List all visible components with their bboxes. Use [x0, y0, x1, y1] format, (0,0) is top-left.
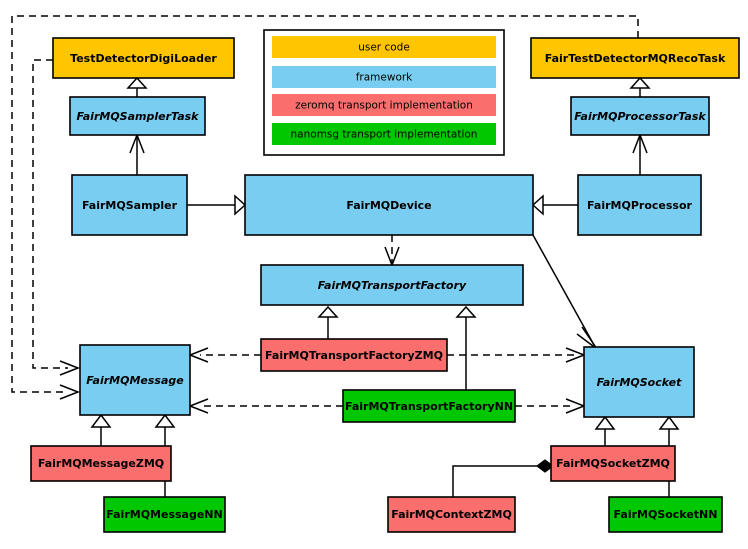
node-label-test-detector-digi-loader: TestDetectorDigiLoader — [70, 52, 217, 65]
arrowhead-triangle-tfnn-tf — [455, 305, 477, 318]
legend-swatch-nanomsg — [272, 123, 496, 145]
node-fairmq-device[interactable]: FairMQDevice — [244, 174, 534, 236]
legend-label-zeromq: zeromq transport implementation — [295, 100, 473, 112]
arrowhead-triangle-sampler-device — [234, 194, 247, 216]
arrowhead-triangle-processor-device — [531, 194, 544, 216]
node-label-fairmq-processor-task: FairMQProcessorTask — [574, 110, 706, 123]
edge-digiloader-to-message — [32, 59, 68, 369]
node-box-fairmq-device[interactable] — [244, 174, 534, 236]
node-fairmq-socket-zmq[interactable]: FairMQSocketZMQ — [550, 445, 676, 482]
node-fairmq-sampler[interactable]: FairMQSampler — [71, 174, 188, 236]
node-box-fairmq-processor[interactable] — [577, 174, 702, 236]
node-label-fairmq-message: FairMQMessage — [86, 374, 184, 387]
node-label-fair-test-detector-mq-reco-task: FairTestDetectorMQRecoTask — [545, 52, 726, 65]
node-fairmq-socket[interactable]: FairMQSocket — [583, 346, 695, 418]
node-fairmq-message[interactable]: FairMQMessage — [79, 344, 191, 416]
arrowhead-triangle-samplertask-digiloader — [126, 76, 148, 89]
node-box-fairmq-processor-task[interactable] — [570, 96, 710, 136]
node-fairmq-processor[interactable]: FairMQProcessor — [577, 174, 702, 236]
node-fairmq-context-zmq[interactable]: FairMQContextZMQ — [387, 496, 516, 533]
node-fairmq-message-nn[interactable]: FairMQMessageNN — [103, 496, 226, 533]
arrowhead-open-digiloader-message — [59, 360, 81, 376]
arrowhead-triangle-socketnn-socket — [658, 415, 680, 430]
node-box-fairmq-context-zmq[interactable] — [387, 496, 516, 533]
node-fairmq-sampler-task[interactable]: FairMQSamplerTask — [69, 96, 206, 136]
node-fairmq-processor-task[interactable]: FairMQProcessorTask — [570, 96, 710, 136]
node-label-fairmq-socket-zmq: FairMQSocketZMQ — [556, 457, 670, 470]
node-label-fairmq-sampler-task: FairMQSamplerTask — [77, 110, 200, 123]
legend-label-framework: framework — [356, 72, 413, 84]
node-box-fairmq-message-nn[interactable] — [103, 496, 226, 533]
legend-label-nanomsg: nanomsg transport implementation — [291, 129, 478, 141]
node-fairmq-socket-nn[interactable]: FairMQSocketNN — [608, 496, 723, 533]
node-label-fairmq-socket: FairMQSocket — [597, 376, 683, 389]
arrowhead-triangle-messagenn-message — [154, 413, 176, 428]
node-label-fairmq-transport-factory: FairMQTransportFactory — [318, 279, 467, 292]
node-label-fairmq-transport-factory-nn: FairMQTransportFactoryNN — [345, 400, 513, 413]
arrowhead-triangle-tfzmq-tf — [317, 305, 339, 318]
node-label-fairmq-sampler: FairMQSampler — [82, 199, 178, 212]
legend-swatch-user-code — [272, 36, 496, 58]
node-label-fairmq-transport-factory-zmq: FairMQTransportFactoryZMQ — [265, 349, 443, 362]
node-label-fairmq-message-zmq: FairMQMessageZMQ — [38, 457, 164, 470]
node-box-fairmq-message[interactable] — [79, 344, 191, 416]
node-box-test-detector-digi-loader[interactable] — [52, 37, 235, 79]
node-box-fairmq-socket-nn[interactable] — [608, 496, 723, 533]
node-box-fairmq-socket[interactable] — [583, 346, 695, 418]
arrowhead-open-recotask-message — [59, 384, 81, 400]
node-fairmq-transport-factory-zmq[interactable]: FairMQTransportFactoryZMQ — [260, 338, 448, 372]
legend-item-user-code: user code — [272, 36, 496, 58]
node-label-fairmq-socket-nn: FairMQSocketNN — [614, 508, 718, 521]
arrowhead-triangle-processortask-recotask — [629, 76, 651, 89]
node-box-fairmq-transport-factory[interactable] — [260, 264, 524, 306]
legend-item-framework: framework — [272, 66, 496, 88]
node-fairmq-transport-factory[interactable]: FairMQTransportFactory — [260, 264, 524, 306]
node-fair-test-detector-mq-reco-task[interactable]: FairTestDetectorMQRecoTask — [530, 37, 740, 79]
node-box-fairmq-socket-zmq[interactable] — [550, 445, 676, 482]
legend-swatch-zeromq — [272, 94, 496, 116]
arrowhead-open-device-socket — [576, 326, 598, 350]
legend-item-zeromq: zeromq transport implementation — [272, 94, 496, 116]
legend: user code framework zeromq transport imp… — [263, 29, 505, 156]
node-box-fairmq-sampler-task[interactable] — [69, 96, 206, 136]
node-fairmq-message-zmq[interactable]: FairMQMessageZMQ — [30, 445, 172, 482]
node-fairmq-transport-factory-nn[interactable]: FairMQTransportFactoryNN — [342, 389, 516, 423]
arrowhead-open-tfzmq-message — [187, 347, 209, 363]
node-layer: TestDetectorDigiLoader FairMQSamplerTask… — [30, 37, 740, 533]
node-box-fairmq-transport-factory-nn[interactable] — [342, 389, 516, 423]
arrowhead-triangle-socketzmq-socket — [594, 415, 616, 430]
node-box-fair-test-detector-mq-reco-task[interactable] — [530, 37, 740, 79]
legend-label-user-code: user code — [358, 42, 410, 54]
edge-contextzmq-to-socketzmq — [452, 465, 538, 497]
legend-item-nanomsg: nanomsg transport implementation — [272, 123, 496, 145]
node-label-fairmq-message-nn: FairMQMessageNN — [106, 508, 222, 521]
node-box-fairmq-message-zmq[interactable] — [30, 445, 172, 482]
node-label-fairmq-context-zmq: FairMQContextZMQ — [391, 508, 512, 521]
node-box-fairmq-transport-factory-zmq[interactable] — [260, 338, 448, 372]
node-label-fairmq-device: FairMQDevice — [346, 199, 431, 212]
node-box-fairmq-sampler[interactable] — [71, 174, 188, 236]
node-label-fairmq-processor: FairMQProcessor — [587, 199, 692, 212]
edge-recotask-to-message — [11, 15, 639, 393]
arrowhead-triangle-messagezmq-message — [90, 413, 112, 428]
node-test-detector-digi-loader[interactable]: TestDetectorDigiLoader — [52, 37, 235, 79]
edge-device-to-socket — [532, 234, 595, 346]
legend-swatch-framework — [272, 66, 496, 88]
